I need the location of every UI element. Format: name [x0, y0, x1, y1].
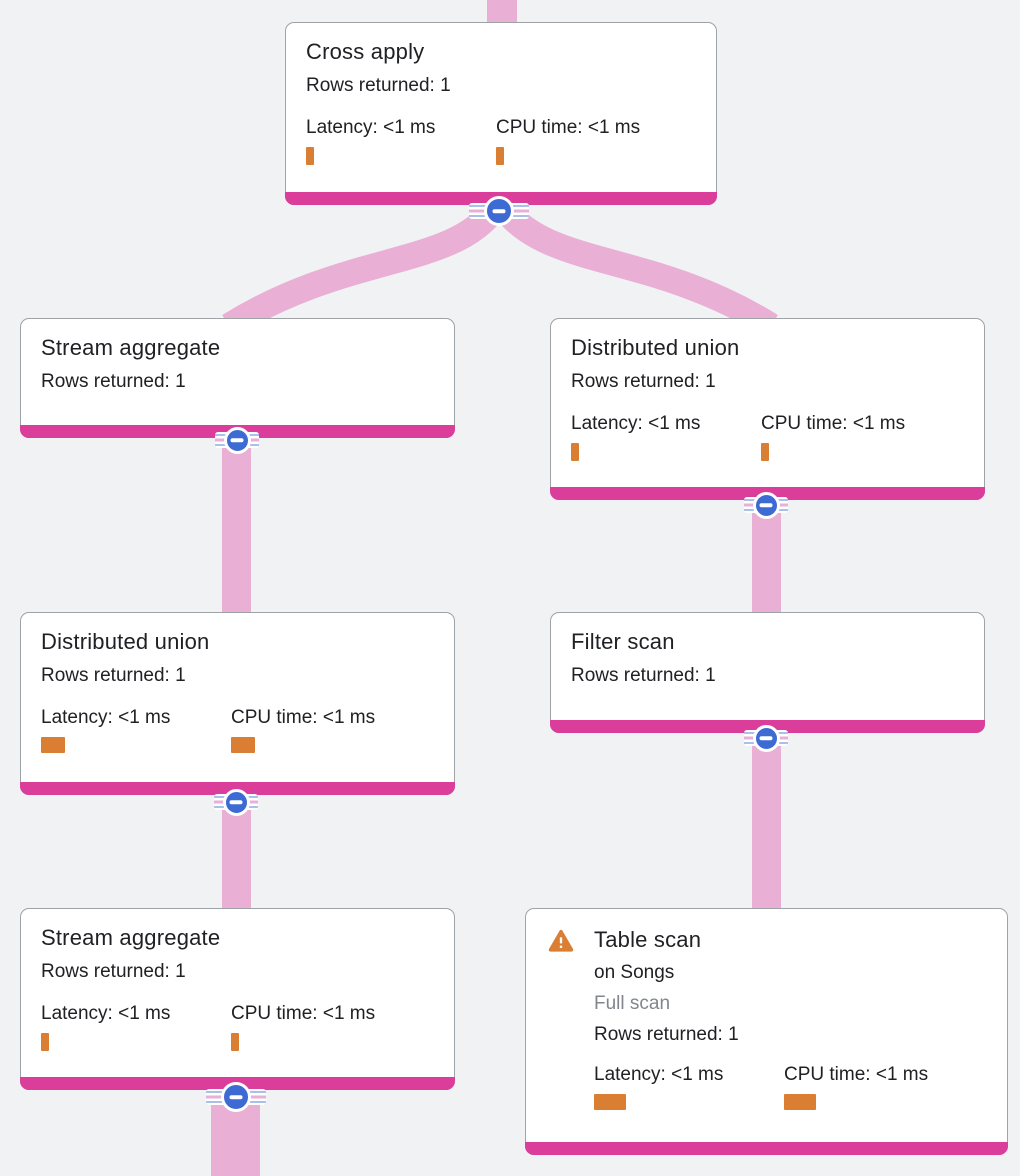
- scan-type: Full scan: [594, 993, 671, 1014]
- node-title: Filter scan: [571, 629, 675, 654]
- cpu-bar: [784, 1094, 816, 1110]
- cpu-bar: [231, 737, 255, 753]
- metrics-row: Latency: <1 ms CPU time: <1 ms: [594, 1064, 987, 1110]
- cpu-label: CPU time: <1 ms: [496, 117, 641, 138]
- latency-bar: [41, 737, 65, 753]
- minus-icon: [752, 724, 780, 752]
- metrics-row: Latency: <1 ms CPU time: <1 ms: [41, 1003, 434, 1051]
- rows-returned: Rows returned: 1: [41, 371, 186, 392]
- node-title: Distributed union: [41, 629, 210, 654]
- rows-returned: Rows returned: 1: [571, 371, 716, 392]
- collapse-button-distributed-union-left[interactable]: [214, 787, 258, 817]
- cpu-label: CPU time: <1 ms: [784, 1064, 929, 1085]
- latency-metric: Latency: <1 ms: [41, 707, 231, 753]
- node-title: Cross apply: [306, 39, 425, 64]
- node-title: Stream aggregate: [41, 335, 221, 360]
- minus-icon: [752, 491, 780, 519]
- cpu-label: CPU time: <1 ms: [231, 707, 376, 728]
- cpu-bar: [496, 147, 504, 165]
- plan-node-stream-aggregate[interactable]: Stream aggregate Rows returned: 1: [20, 318, 455, 438]
- node-title: Stream aggregate: [41, 925, 221, 950]
- node-title: Distributed union: [571, 335, 740, 360]
- latency-label: Latency: <1 ms: [41, 1003, 171, 1024]
- table-scan-content: Table scan on Songs Full scan Rows retur…: [548, 927, 987, 1110]
- collapse-button-filter-scan[interactable]: [744, 723, 788, 753]
- latency-bar: [594, 1094, 626, 1110]
- rows-returned: Rows returned: 1: [306, 75, 451, 96]
- rows-returned: Rows returned: 1: [571, 665, 716, 686]
- latency-label: Latency: <1 ms: [571, 413, 701, 434]
- latency-bar: [306, 147, 314, 165]
- latency-metric: Latency: <1 ms: [306, 117, 496, 165]
- plan-node-distributed-union[interactable]: Distributed union Rows returned: 1 Laten…: [20, 612, 455, 795]
- edge-distributedunion-streamaggregate: [222, 800, 251, 912]
- latency-metric: Latency: <1 ms: [594, 1064, 784, 1110]
- rows-returned: Rows returned: 1: [41, 961, 186, 982]
- edge-crossapply-streamaggregate: [222, 199, 506, 338]
- edge-distributedunion-filterscan: [752, 503, 781, 616]
- cpu-bar: [761, 443, 769, 461]
- plan-node-stream-aggregate[interactable]: Stream aggregate Rows returned: 1 Latenc…: [20, 908, 455, 1090]
- cpu-metric: CPU time: <1 ms: [784, 1064, 974, 1110]
- cpu-metric: CPU time: <1 ms: [761, 413, 951, 461]
- metrics-row: Latency: <1 ms CPU time: <1 ms: [306, 117, 696, 165]
- latency-metric: Latency: <1 ms: [41, 1003, 231, 1051]
- rows-returned: Rows returned: 1: [41, 665, 186, 686]
- latency-label: Latency: <1 ms: [594, 1064, 724, 1085]
- plan-node-distributed-union[interactable]: Distributed union Rows returned: 1 Laten…: [550, 318, 985, 500]
- latency-metric: Latency: <1 ms: [571, 413, 761, 461]
- collapse-button-stream-aggregate[interactable]: [215, 425, 259, 455]
- node-accent-bar: [525, 1142, 1008, 1155]
- plan-node-cross-apply[interactable]: Cross apply Rows returned: 1 Latency: <1…: [285, 22, 717, 205]
- plan-node-table-scan[interactable]: Table scan on Songs Full scan Rows retur…: [525, 908, 1008, 1155]
- cpu-metric: CPU time: <1 ms: [231, 1003, 421, 1051]
- minus-icon: [222, 788, 250, 816]
- collapse-button-cross-apply[interactable]: [469, 195, 529, 227]
- cpu-metric: CPU time: <1 ms: [231, 707, 421, 753]
- latency-bar: [571, 443, 579, 461]
- edge-crossapply-distributedunion: [493, 199, 778, 338]
- minus-icon: [221, 1082, 251, 1112]
- edge-streamaggregate-distributedunion: [222, 440, 251, 616]
- cpu-bar: [231, 1033, 239, 1051]
- cpu-metric: CPU time: <1 ms: [496, 117, 686, 165]
- minus-icon: [484, 196, 514, 226]
- scan-target: on Songs: [594, 962, 675, 983]
- latency-label: Latency: <1 ms: [306, 117, 436, 138]
- metrics-row: Latency: <1 ms CPU time: <1 ms: [571, 413, 964, 461]
- latency-bar: [41, 1033, 49, 1051]
- cpu-label: CPU time: <1 ms: [761, 413, 906, 434]
- edge-filterscan-tablescan: [752, 736, 781, 912]
- plan-node-filter-scan[interactable]: Filter scan Rows returned: 1: [550, 612, 985, 733]
- cpu-label: CPU time: <1 ms: [231, 1003, 376, 1024]
- minus-icon: [223, 426, 251, 454]
- collapse-button-stream-aggregate-bottom[interactable]: [206, 1081, 266, 1113]
- collapse-button-distributed-union-right[interactable]: [744, 490, 788, 520]
- warning-icon: [548, 929, 574, 952]
- rows-returned: Rows returned: 1: [594, 1024, 739, 1045]
- metrics-row: Latency: <1 ms CPU time: <1 ms: [41, 707, 434, 753]
- latency-label: Latency: <1 ms: [41, 707, 171, 728]
- node-title: Table scan: [594, 927, 702, 952]
